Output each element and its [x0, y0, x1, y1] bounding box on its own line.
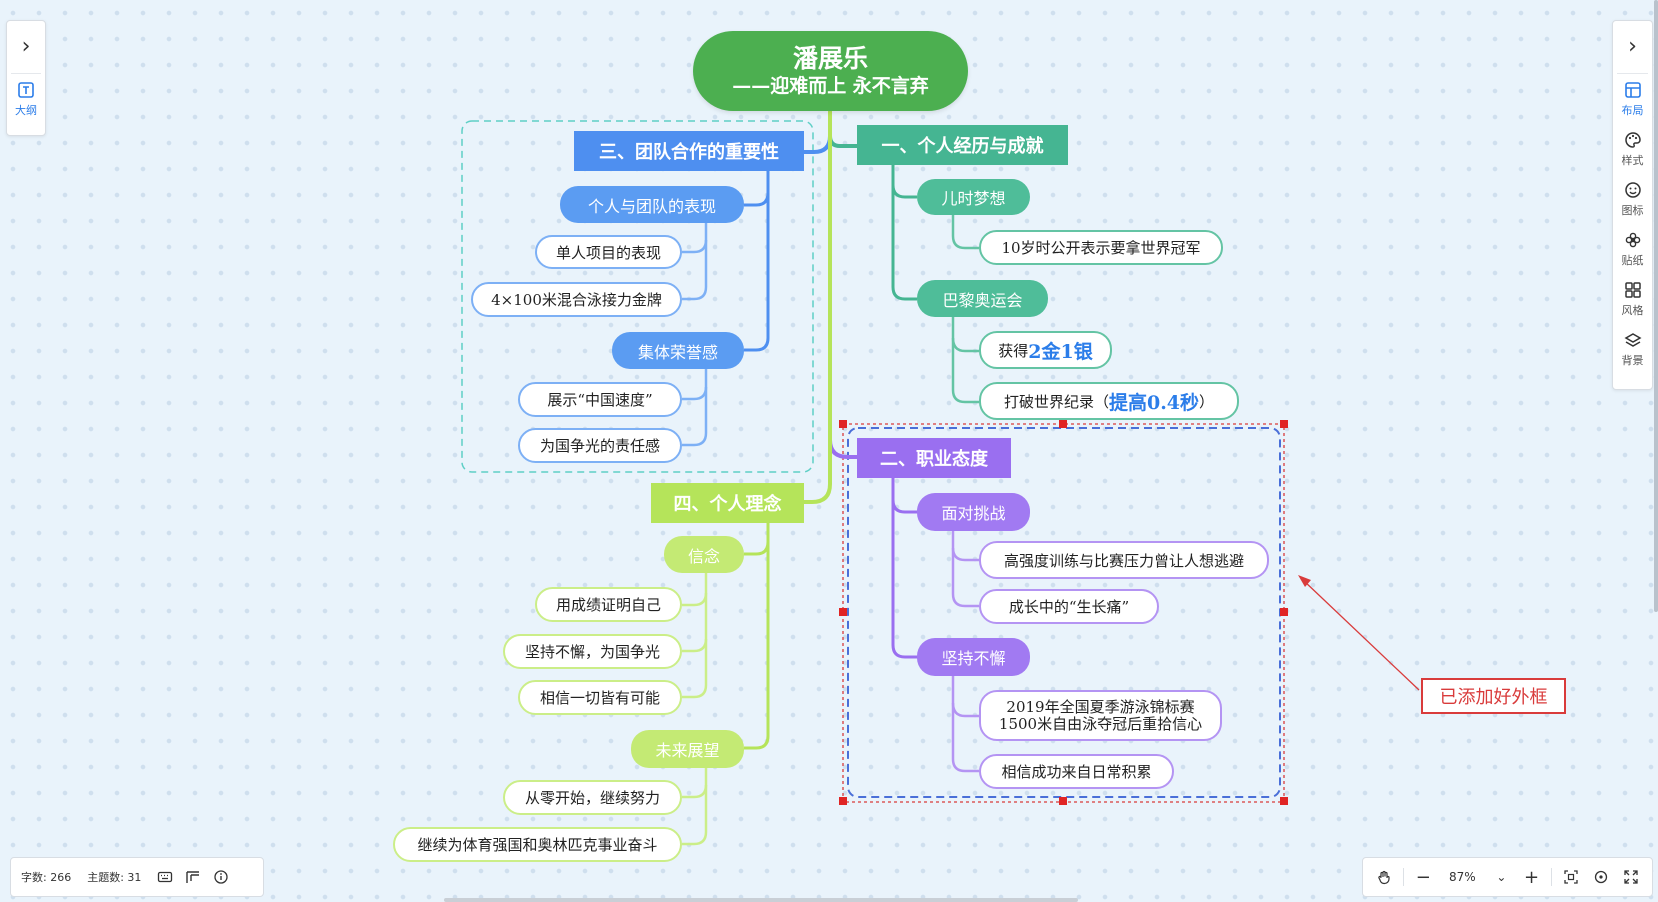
- leaf-medals-prefix: 获得: [998, 341, 1029, 360]
- leaf-record-prefix: 打破世界纪录（: [1003, 392, 1109, 411]
- tool-sticker[interactable]: 贴纸: [1613, 224, 1652, 274]
- sub-persistence[interactable]: 坚持不懈: [917, 638, 1030, 676]
- zoom-out-icon[interactable]: −: [1415, 866, 1431, 888]
- zoom-divider: [1403, 868, 1405, 886]
- root-title: 潘展乐: [792, 44, 868, 73]
- panel-divider: [11, 73, 41, 74]
- branch-attitude[interactable]: 二、职业态度: [857, 438, 1011, 478]
- tool-layout-label: 布局: [1621, 104, 1644, 117]
- keyboard-icon[interactable]: [157, 869, 173, 885]
- grid-style-icon: [1624, 282, 1641, 298]
- zoom-dropdown-icon[interactable]: ⌄: [1496, 870, 1507, 884]
- palette-icon: [1624, 132, 1641, 148]
- word-count: 字数: 266: [21, 871, 72, 884]
- annotation-callout[interactable]: 已添加好外框: [1421, 678, 1566, 714]
- layout-icon: [1624, 82, 1641, 98]
- tool-icon[interactable]: 图标: [1613, 174, 1652, 224]
- root-subtitle: ——迎难而上 永不言弃: [732, 75, 929, 97]
- hand-pan-icon[interactable]: [1373, 866, 1395, 888]
- sub-faith[interactable]: 信念: [664, 536, 744, 573]
- leaf-daily-accumulation[interactable]: 相信成功来自日常积累: [979, 754, 1174, 789]
- leaf-2019-line1: 2019年全国夏季游泳锦标赛: [1006, 697, 1195, 716]
- zoom-divider: [1550, 868, 1552, 886]
- tool-theme-label: 风格: [1621, 304, 1644, 317]
- branch-team[interactable]: 三、团队合作的重要性: [574, 131, 804, 171]
- leaf-record-highlight: 提高0.4秒: [1108, 391, 1200, 414]
- leaf-win-glory[interactable]: 坚持不懈，为国争光: [503, 634, 682, 669]
- tool-style-label: 样式: [1621, 154, 1644, 167]
- left-panel: › 大纲: [6, 20, 46, 136]
- status-bar: 字数: 266 主题数: 31: [10, 857, 264, 897]
- leaf-start-from-zero[interactable]: 从零开始，继续努力: [503, 780, 682, 815]
- tool-sticker-label: 贴纸: [1621, 254, 1644, 267]
- branch-beliefs[interactable]: 四、个人理念: [651, 483, 804, 523]
- sub-collective-honor[interactable]: 集体荣誉感: [612, 332, 744, 369]
- leaf-relay-gold[interactable]: 4×100米混合泳接力金牌: [471, 282, 682, 317]
- topic-count: 主题数: 31: [87, 871, 142, 884]
- fit-screen-icon[interactable]: [1560, 866, 1582, 888]
- zoom-in-icon[interactable]: +: [1523, 866, 1540, 888]
- flower-sticker-icon: [1625, 232, 1640, 248]
- fullscreen-icon[interactable]: [1620, 866, 1642, 888]
- root-topic[interactable]: 潘展乐 ——迎难而上 永不言弃: [693, 31, 968, 111]
- tool-theme[interactable]: 风格: [1613, 274, 1652, 324]
- format-icon[interactable]: [185, 869, 201, 885]
- leaf-2019-championship[interactable]: 2019年全国夏季游泳锦标赛 1500米自由泳夺冠后重拾信心: [979, 690, 1222, 741]
- sub-individual-team[interactable]: 个人与团队的表现: [560, 186, 744, 223]
- tool-background[interactable]: 背景: [1613, 324, 1652, 374]
- leaf-everything-possible[interactable]: 相信一切皆有可能: [518, 680, 682, 715]
- leaf-china-speed[interactable]: 展示“中国速度”: [518, 382, 682, 417]
- leaf-pressure[interactable]: 高强度训练与比赛压力曾让人想逃避: [979, 541, 1269, 579]
- leaf-world-champion-goal[interactable]: 10岁时公开表示要拿世界冠军: [979, 230, 1223, 265]
- tool-style[interactable]: 样式: [1613, 124, 1652, 174]
- right-panel: › 布局 样式 图标 贴纸 风格 背景: [1612, 20, 1653, 390]
- leaf-2019-line2: 1500米自由泳夺冠后重拾信心: [998, 714, 1203, 733]
- panel-divider: [1617, 73, 1648, 74]
- leaf-national-duty[interactable]: 为国争光的责任感: [518, 428, 682, 463]
- info-icon[interactable]: [213, 869, 229, 885]
- sub-paris-olympics[interactable]: 巴黎奥运会: [917, 280, 1048, 317]
- zoom-value[interactable]: 87%: [1448, 870, 1476, 884]
- leaf-medals-highlight: 2金1银: [1028, 340, 1093, 363]
- leaf-prove-myself[interactable]: 用成绩证明自己: [535, 587, 682, 622]
- zoom-bar: − 87% ⌄ +: [1362, 857, 1653, 897]
- smiley-icon: [1624, 182, 1641, 198]
- locate-center-icon[interactable]: [1590, 866, 1612, 888]
- sub-childhood-dream[interactable]: 儿时梦想: [917, 179, 1030, 215]
- sub-facing-challenges[interactable]: 面对挑战: [917, 493, 1030, 531]
- sub-future-outlook[interactable]: 未来展望: [631, 730, 744, 768]
- outline-label: 大纲: [15, 104, 37, 117]
- leaf-record-suffix: ）: [1199, 392, 1215, 411]
- vertical-scrollbar[interactable]: [1654, 0, 1658, 612]
- leaf-growing-pains[interactable]: 成长中的“生长痛”: [979, 589, 1159, 624]
- leaf-sports-power[interactable]: 继续为体育强国和奥林匹克事业奋斗: [393, 827, 682, 862]
- horizontal-scrollbar[interactable]: [444, 898, 1078, 902]
- chevron-right-icon[interactable]: ›: [1628, 34, 1637, 59]
- callout-arrow: [1302, 579, 1420, 691]
- outline-button[interactable]: 大纲: [7, 74, 45, 124]
- outline-icon: [18, 82, 34, 98]
- tool-background-label: 背景: [1621, 354, 1644, 367]
- layers-icon: [1623, 333, 1642, 347]
- chevron-right-icon[interactable]: ›: [21, 34, 31, 59]
- tool-layout[interactable]: 布局: [1613, 74, 1652, 124]
- branch-experience[interactable]: 一、个人经历与成就: [857, 125, 1068, 165]
- tool-icon-label: 图标: [1621, 204, 1644, 217]
- leaf-individual-events[interactable]: 单人项目的表现: [535, 235, 682, 269]
- leaf-world-record[interactable]: 打破世界纪录（提高0.4秒）: [979, 382, 1239, 420]
